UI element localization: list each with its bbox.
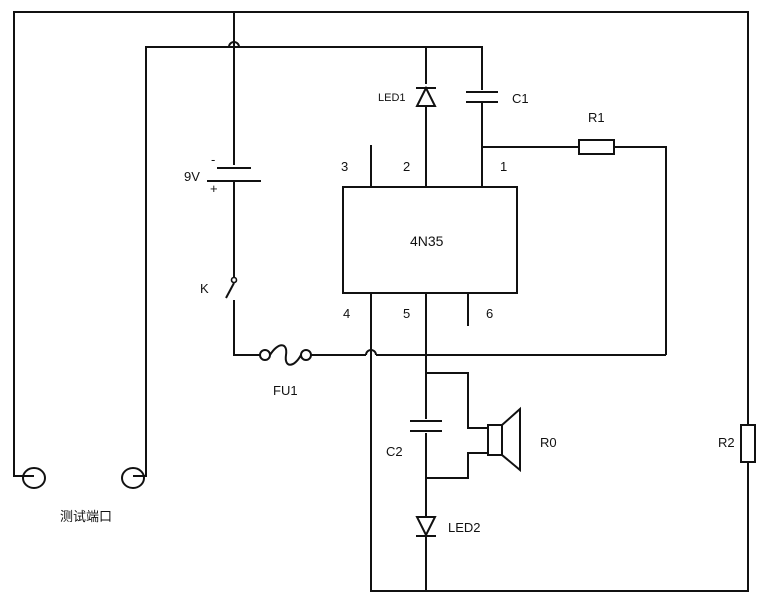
test-terminal-right xyxy=(121,467,145,489)
battery-plus-label: + xyxy=(210,181,218,196)
inner-bus-wire xyxy=(133,46,483,477)
outer-loop-wire xyxy=(13,11,749,592)
c2-label: C2 xyxy=(386,444,403,459)
switch-label: K xyxy=(200,281,209,296)
capacitor-c1 xyxy=(466,91,498,103)
fuse-fu1 xyxy=(259,344,666,366)
pin-5-label: 5 xyxy=(403,306,410,321)
test-port-label: 测试端口 xyxy=(60,510,112,525)
led2-label: LED2 xyxy=(448,520,481,535)
pin-1-label: 1 xyxy=(500,159,507,174)
led2 xyxy=(415,516,437,538)
ic-4n35 xyxy=(342,103,518,373)
resistor-r1 xyxy=(578,139,615,155)
r1-label: R1 xyxy=(588,110,605,125)
battery-branch xyxy=(207,12,261,356)
pin-6-label: 6 xyxy=(486,306,493,321)
capacitor-c2 xyxy=(410,420,442,432)
battery-minus-label: - xyxy=(211,152,215,167)
switch-k xyxy=(225,282,235,299)
r0-label: R0 xyxy=(540,435,557,450)
pin-4-label: 4 xyxy=(343,306,350,321)
fuse-label: FU1 xyxy=(273,383,298,398)
c1-label: C1 xyxy=(512,91,529,106)
battery-9v xyxy=(207,167,261,182)
speaker-branch xyxy=(410,372,521,591)
test-terminal-left xyxy=(22,467,46,489)
resistor-r2 xyxy=(740,424,756,463)
r2-label: R2 xyxy=(718,435,735,450)
battery-label: 9V xyxy=(184,169,200,184)
switch-contact xyxy=(230,276,238,284)
pin-2-label: 2 xyxy=(403,159,410,174)
test-port-terminals xyxy=(22,467,145,489)
speaker-r0 xyxy=(487,406,521,473)
resistor-r1-branch xyxy=(482,139,667,355)
ic-label: 4N35 xyxy=(410,233,444,249)
led1 xyxy=(415,85,437,107)
led1-label: LED1 xyxy=(378,92,406,104)
pin-3-label: 3 xyxy=(341,159,348,174)
